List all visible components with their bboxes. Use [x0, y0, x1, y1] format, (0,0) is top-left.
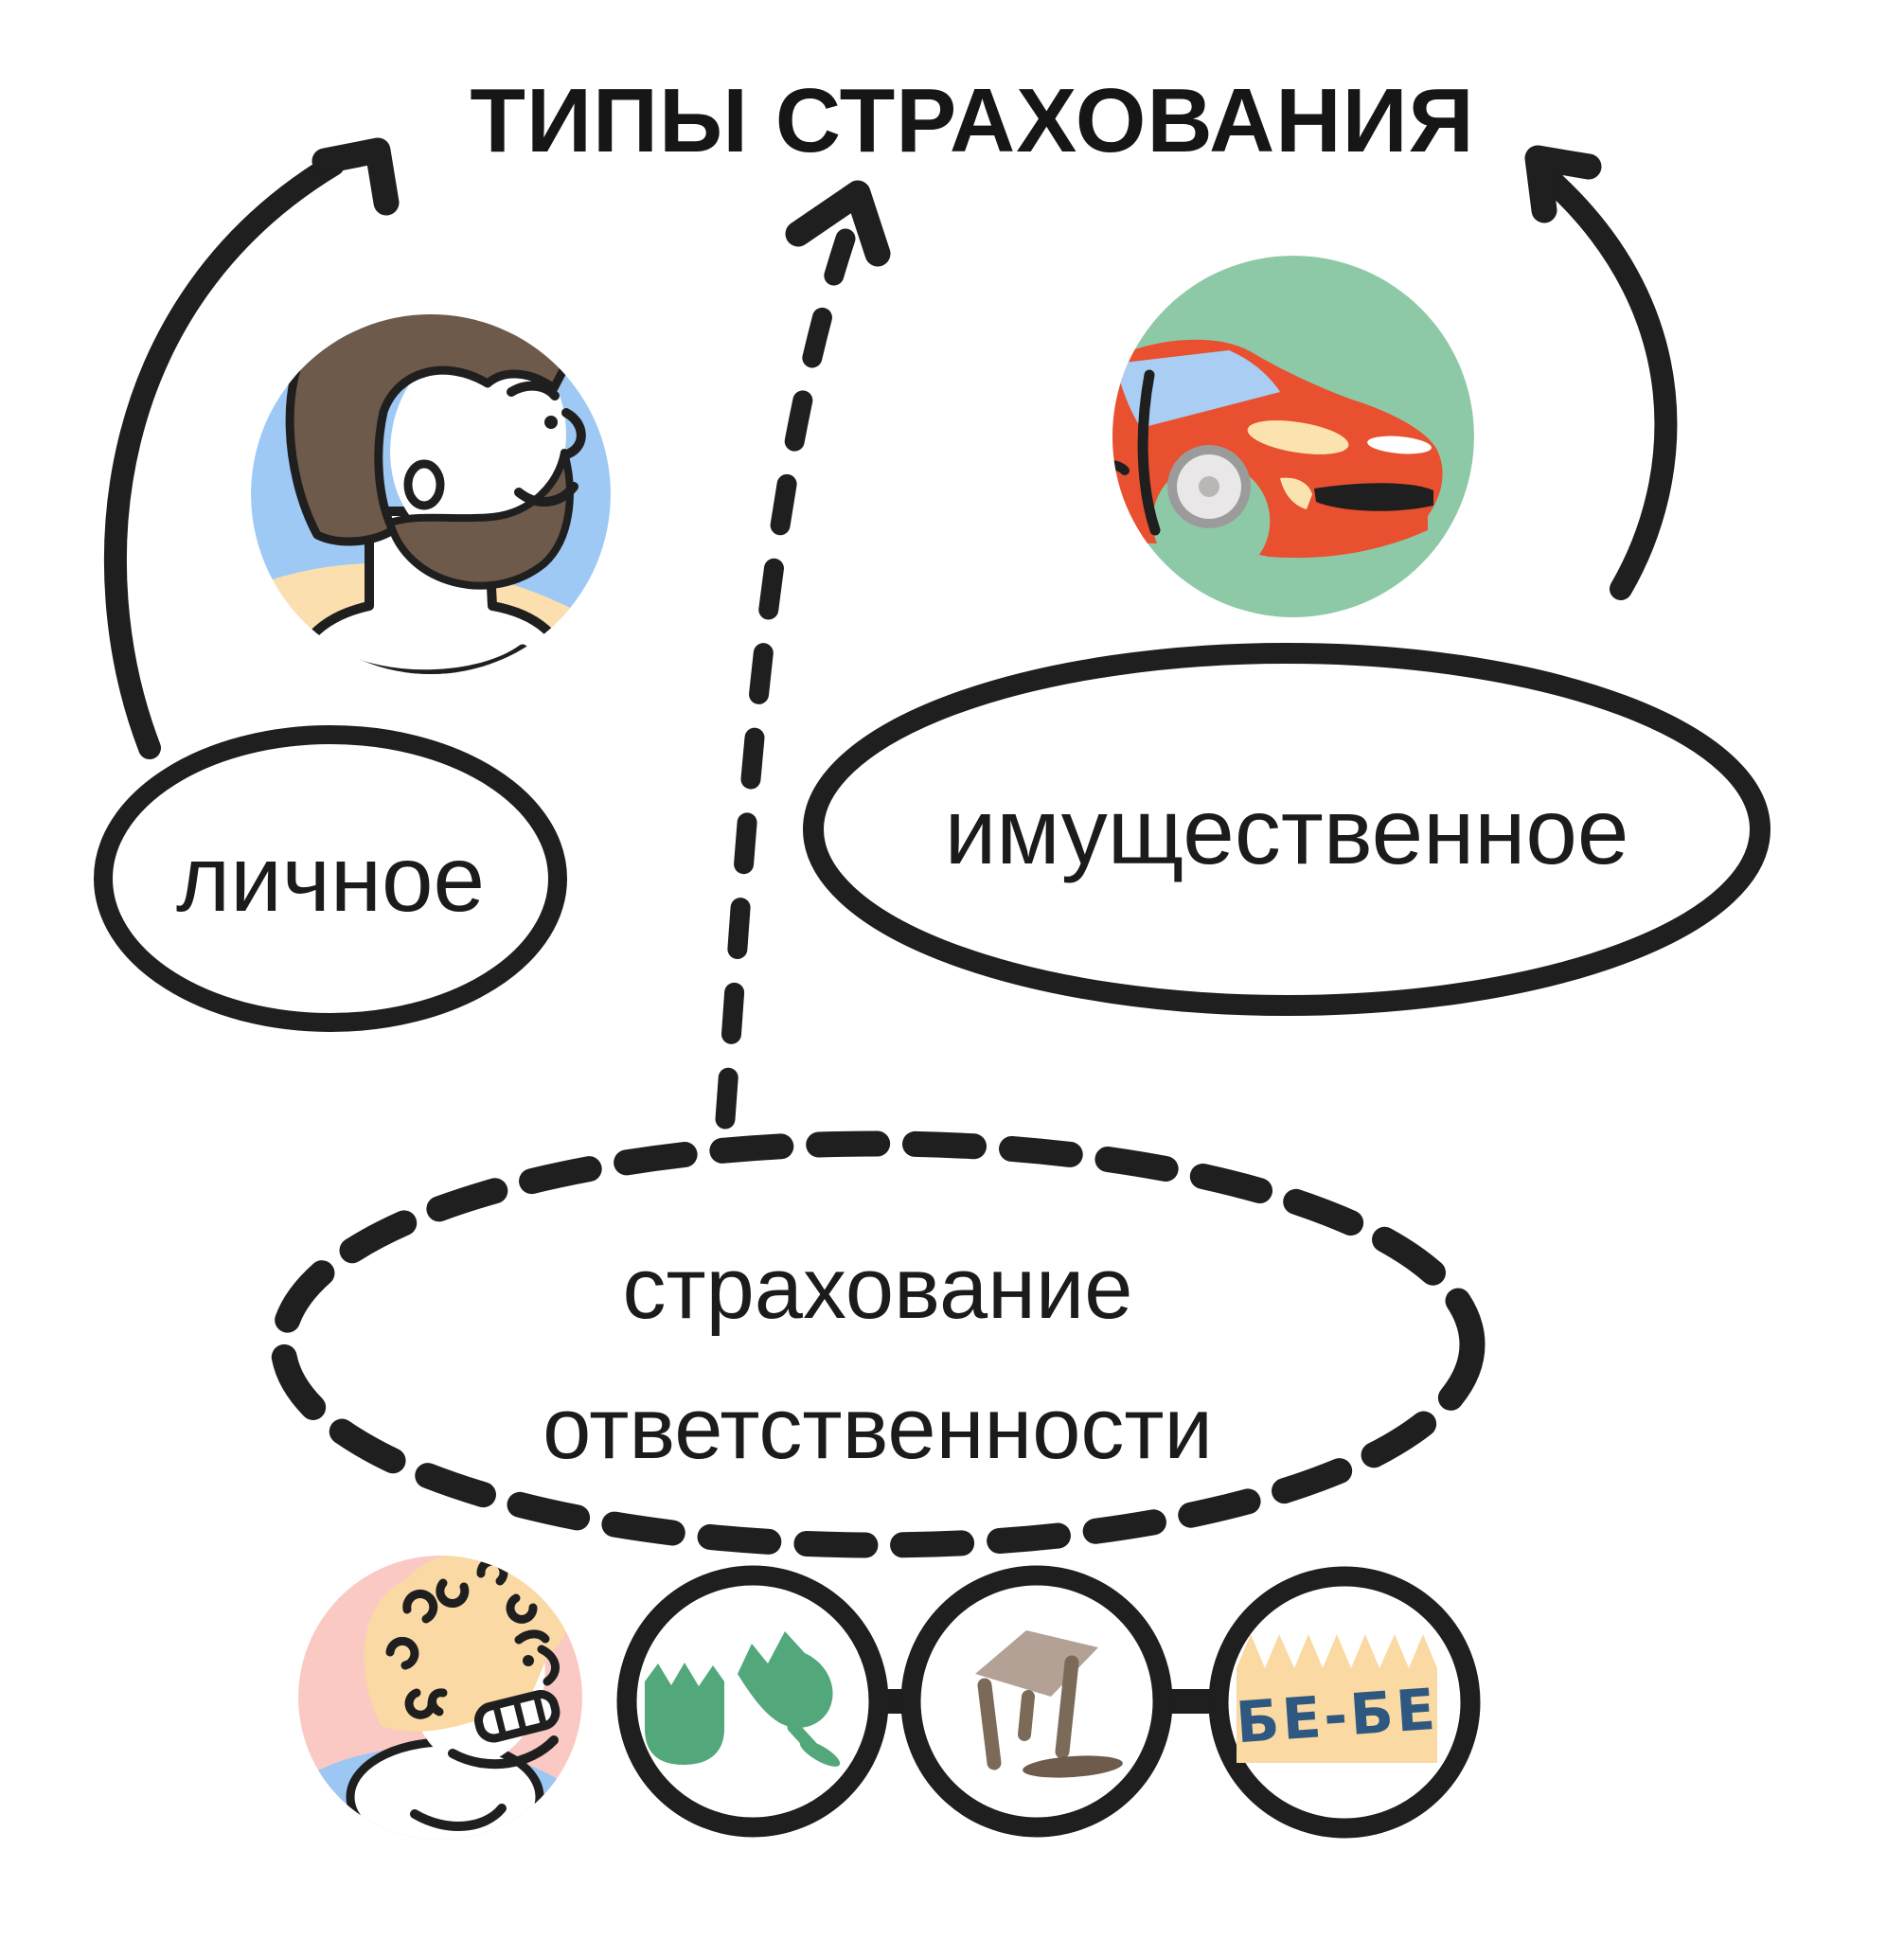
node-liability-label-line2: ответственности: [543, 1380, 1213, 1477]
broken-stool-icon: [900, 1565, 1173, 1838]
man-neck-shirt: [289, 507, 573, 674]
tooth-line: [533, 1693, 547, 1728]
man-eye: [544, 416, 558, 429]
arrow-personal-head: [311, 137, 400, 216]
stool-top: [975, 1630, 1098, 1697]
node-personal-label: личное: [176, 827, 485, 931]
man-ear: [403, 459, 445, 510]
stool-broken-leg: [1023, 1755, 1123, 1778]
glass-foot: [799, 1740, 841, 1767]
man-hairline-stroke: [530, 285, 561, 294]
node-property-label: имущественное: [945, 779, 1629, 883]
node-personal-ellipse: [94, 725, 567, 1032]
grinning-curly-man-avatar: [298, 1556, 582, 1840]
curl-stroke: [436, 1578, 470, 1608]
node-liability-label-line1: страхование: [623, 1240, 1133, 1337]
arrow-property-head: [1524, 145, 1602, 223]
man-beard: [386, 449, 574, 590]
man-eyebrow: [507, 381, 560, 400]
curly-man-jaw-line: [448, 1735, 559, 1770]
car-door-handle: [1112, 460, 1130, 476]
speech-zigzag-block: [1237, 1634, 1437, 1763]
diagram-title: ТИПЫ СТРАХОВАНИЯ: [470, 70, 1474, 171]
stool-leg: [1018, 1690, 1035, 1741]
node-property-ellipse: [803, 643, 1771, 1016]
curly-man-nose: [537, 1645, 560, 1686]
curly-man-grin: [474, 1689, 561, 1743]
tooth-line: [492, 1703, 507, 1738]
glass-tipped-bowl: [738, 1631, 833, 1728]
tooth-line: [512, 1698, 527, 1734]
curly-man-eye: [523, 1655, 534, 1666]
node-liability-ellipse: [270, 1130, 1486, 1558]
man-hairline-stroke-2: [549, 317, 584, 335]
car-door-seam: [1137, 369, 1161, 536]
car-emblem: [1367, 436, 1432, 454]
stool-legs: [977, 1655, 1079, 1770]
arrow-property-curve: [1541, 170, 1678, 600]
car-fog-light: [1280, 477, 1312, 509]
mocking-speech-icon: БЕ-БЕ: [1208, 1566, 1481, 1839]
curl-stroke: [506, 1593, 538, 1624]
broken-stool-circle: [900, 1565, 1173, 1838]
man-smile: [514, 482, 578, 507]
arrow-personal-curve: [103, 153, 345, 759]
arrow-property-to-title: [1524, 145, 1678, 600]
curl-stroke: [385, 1636, 419, 1670]
car-wheel-hub: [1199, 476, 1219, 497]
car-front-grille: [1314, 483, 1433, 511]
mocking-speech-label: БЕ-БЕ: [1234, 1677, 1440, 1757]
stool-leg: [1055, 1655, 1079, 1759]
car-wheel: [1167, 445, 1251, 528]
arrow-liability-head: [785, 180, 891, 267]
broken-wine-glass-icon: [616, 1565, 889, 1838]
glass-shard-base: [645, 1663, 724, 1765]
car-headlight: [1247, 420, 1349, 454]
arrow-liability-to-title: [715, 180, 891, 1130]
bearded-man-avatar: [251, 285, 611, 674]
man-nose: [561, 408, 586, 458]
red-car-avatar: [1112, 256, 1474, 617]
grin-teeth-lines: [492, 1693, 547, 1738]
curly-man-collar: [410, 1804, 507, 1831]
stool-leg: [977, 1678, 1002, 1770]
arrow-personal-to-title: [103, 137, 400, 759]
curly-man-eyebrow: [514, 1629, 550, 1645]
car-windshield: [1115, 350, 1280, 428]
curl-stroke: [402, 1589, 438, 1624]
curly-man-face-details: [410, 1629, 560, 1831]
arrow-liability-dashed-curve: [715, 228, 856, 1130]
curly-man-ear: [428, 1688, 448, 1717]
